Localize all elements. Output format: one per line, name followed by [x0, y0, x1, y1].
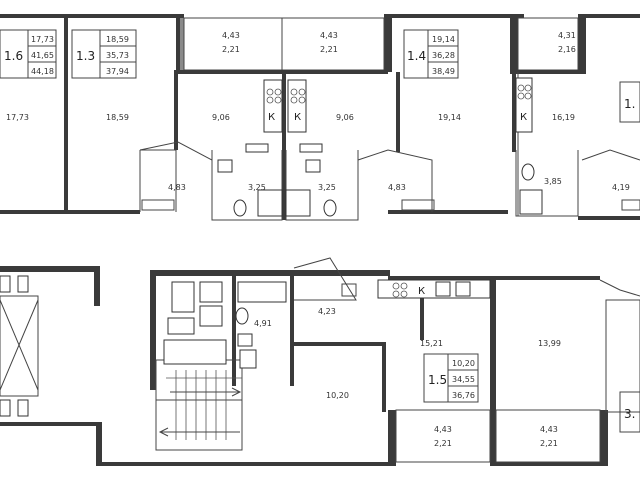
unit-total-1-6: 41,65	[31, 51, 54, 60]
kitchen-mark: К	[268, 112, 275, 123]
room-area: 9,06	[336, 113, 354, 122]
unit-labels: 1.6 17,73 41,65 44,18 1.3 18,59 35,73 37…	[4, 35, 635, 421]
unit-living-1-6: 17,73	[31, 35, 54, 44]
kitchen-fixtures-top	[217, 77, 543, 217]
room-area: 16,19	[552, 113, 575, 122]
unit-gross-1-5: 36,76	[452, 391, 475, 400]
balcony-area: 4,43	[434, 425, 452, 434]
unit-id-1-6: 1.6	[4, 49, 23, 63]
room-area: 3,25	[248, 183, 266, 192]
unit-id-1-3: 1.3	[76, 49, 95, 63]
unit-id-right-bottom: 3.	[624, 407, 635, 421]
unit-badges	[0, 29, 640, 433]
unit-total-1-5: 34,55	[452, 375, 475, 384]
room-area: 10,20	[326, 391, 349, 400]
room-area: 3,85	[544, 177, 562, 186]
room-area: 4,23	[318, 307, 336, 316]
balcony-area-small: 2,21	[540, 439, 558, 448]
balcony-area-small: 2,21	[434, 439, 452, 448]
balcony-area-small: 2,16	[558, 45, 576, 54]
room-area-labels: 17,73 18,59 9,06 9,06 19,14 16,19 4,83 3…	[6, 31, 630, 448]
unit-id-1-5: 1.5	[428, 373, 447, 387]
unit-id-1-4: 1.4	[407, 49, 426, 63]
balcony-area-small: 2,21	[320, 45, 338, 54]
unit-total-1-4: 36,28	[432, 51, 455, 60]
room-area: 17,73	[6, 113, 29, 122]
unit-gross-1-6: 44,18	[31, 67, 54, 76]
kitchen-mark: К	[294, 112, 301, 123]
balcony-area: 4,31	[558, 31, 576, 40]
balcony-area: 4,43	[540, 425, 558, 434]
room-area: 19,14	[438, 113, 461, 122]
balcony-area: 4,43	[222, 31, 240, 40]
bottom-walls	[0, 257, 640, 466]
unit-gross-1-4: 38,49	[432, 67, 455, 76]
room-area: 9,06	[212, 113, 230, 122]
room-area: 4,83	[168, 183, 186, 192]
room-area: 13,99	[538, 339, 561, 348]
unit-living-1-3: 18,59	[106, 35, 129, 44]
top-walls	[0, 14, 640, 221]
balcony-area: 4,43	[320, 31, 338, 40]
unit-living-1-5: 10,20	[452, 359, 475, 368]
unit-total-1-3: 35,73	[106, 51, 129, 60]
kitchen-mark: К	[418, 286, 425, 297]
room-area: 4,83	[388, 183, 406, 192]
unit-gross-1-3: 37,94	[106, 67, 129, 76]
room-area: 4,91	[254, 319, 272, 328]
room-area: 18,59	[106, 113, 129, 122]
kitchen-mark: К	[520, 112, 527, 123]
room-area: 3,25	[318, 183, 336, 192]
balcony-area-small: 2,21	[222, 45, 240, 54]
unit-living-1-4: 19,14	[432, 35, 455, 44]
room-area: 4,19	[612, 183, 630, 192]
unit-id-right-top: 1.	[624, 97, 635, 111]
room-area: 15,21	[420, 339, 443, 348]
